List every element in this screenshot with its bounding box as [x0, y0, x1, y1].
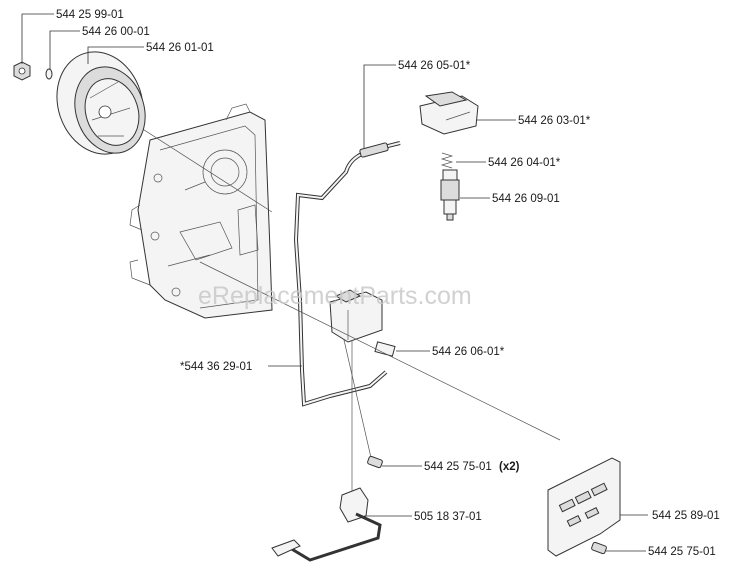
stop-switch — [271, 487, 382, 562]
plate-screw — [591, 541, 607, 555]
screw-axis — [343, 339, 373, 463]
callout-key: 544 26 00-01 — [82, 26, 150, 38]
spark-plug — [440, 169, 460, 221]
callout-flywheel: 544 26 01-01 — [146, 42, 214, 54]
spark-plug-cap — [419, 91, 479, 135]
callout-nut: 544 25 99-01 — [56, 9, 124, 21]
callout-module-screw: 544 25 75-01 (x2) — [424, 461, 520, 473]
module-screw — [367, 455, 383, 469]
flywheel-key — [45, 68, 53, 80]
callout-module-screw-qty: (x2) — [499, 461, 520, 473]
callout-stop-switch: 505 18 37-01 — [414, 511, 482, 523]
callout-wire-harness: *544 36 29-01 — [180, 361, 252, 373]
module-axis — [199, 261, 561, 441]
shield-plate — [547, 457, 621, 557]
callout-ignition-module: 544 26 06-01* — [432, 346, 505, 358]
callout-shield-plate: 544 25 89-01 — [652, 510, 720, 522]
flywheel-nut — [13, 61, 31, 81]
flywheel — [56, 51, 146, 155]
callout-spark-cap: 544 26 03-01* — [518, 115, 591, 127]
callout-module-screw-number: 544 25 75-01 — [424, 461, 492, 473]
module-connector — [374, 341, 396, 357]
callout-spring: 544 26 04-01* — [488, 157, 561, 169]
cap-spring — [440, 152, 454, 169]
callout-plate-screw: 544 25 75-01 — [648, 546, 716, 558]
hv-lead — [293, 141, 401, 407]
callout-spark-plug: 544 26 09-01 — [492, 193, 560, 205]
leader-lines — [21, 13, 648, 552]
crankcase — [129, 103, 273, 319]
callout-hv-lead: 544 26 05-01* — [398, 60, 471, 72]
watermark: eReplacementParts.com — [198, 282, 472, 310]
